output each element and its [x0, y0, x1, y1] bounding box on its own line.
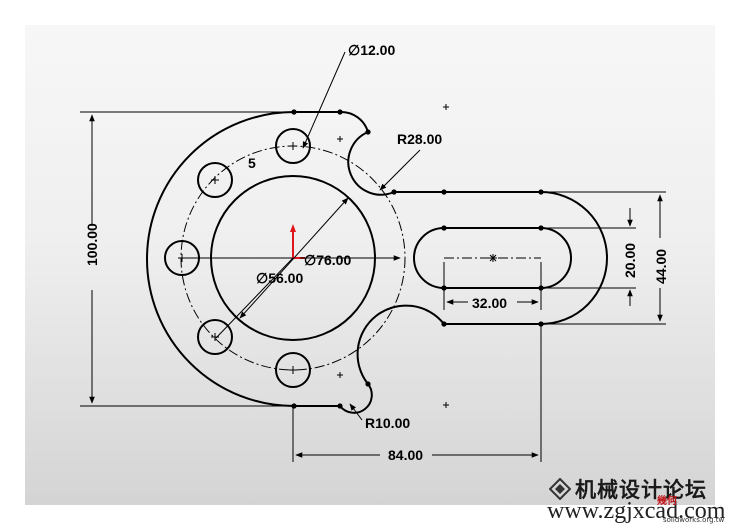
center-marks	[178, 104, 497, 408]
sketch-points	[291, 109, 544, 409]
origin-icon[interactable]	[290, 224, 305, 259]
svg-text:32.00: 32.00	[472, 295, 507, 311]
watermark-logo: 机械设计论坛 www.zgjxcad.com 幾何 solidworks.org…	[545, 470, 735, 528]
dim-tab-width[interactable]: 44.00	[541, 191, 669, 325]
svg-text:∅76.00: ∅76.00	[304, 252, 351, 268]
dim-arc-radius[interactable]: R28.00	[379, 131, 442, 191]
dim-fillet-radius[interactable]: R10.00	[349, 403, 410, 431]
watermark-url: www.zgjxcad.com	[547, 498, 726, 524]
bolt-hole[interactable]	[197, 162, 233, 198]
part-outline[interactable]	[146, 110, 608, 414]
diamond-logo-icon	[549, 478, 571, 500]
svg-text:∅12.00: ∅12.00	[348, 42, 395, 58]
bolt-hole[interactable]	[197, 319, 233, 355]
svg-text:∅56.00: ∅56.00	[256, 270, 303, 286]
pattern-count-label[interactable]: 5	[248, 155, 256, 171]
dim-center-hole[interactable]: ∅56.00	[239, 197, 349, 319]
svg-text:44.00: 44.00	[653, 249, 669, 284]
svg-text:84.00: 84.00	[388, 447, 423, 463]
bolt-hole[interactable]	[275, 352, 311, 388]
dim-slot-width[interactable]: 20.00	[541, 208, 638, 306]
watermark-badge: 幾何	[657, 496, 677, 507]
watermark-title: 机械设计论坛	[575, 477, 707, 502]
watermark-site: solidworks.org.tw	[663, 516, 725, 524]
svg-text:20.00: 20.00	[622, 243, 638, 278]
bolt-hole[interactable]	[275, 128, 311, 164]
sketch-canvas[interactable]	[25, 25, 715, 505]
dim-slot-length[interactable]: 32.00	[443, 262, 542, 311]
dim-center-distance[interactable]: 84.00	[292, 324, 542, 463]
outer-ring-arc[interactable]	[146, 110, 608, 414]
svg-text:R28.00: R28.00	[397, 131, 442, 147]
svg-text:100.00: 100.00	[84, 223, 100, 266]
svg-text:R10.00: R10.00	[365, 415, 410, 431]
dim-overall-height[interactable]: 100.00	[80, 111, 294, 407]
dim-hole-diameter[interactable]: ∅12.00	[302, 42, 395, 149]
dim-bolt-circle[interactable]: ∅76.00	[215, 252, 401, 339]
